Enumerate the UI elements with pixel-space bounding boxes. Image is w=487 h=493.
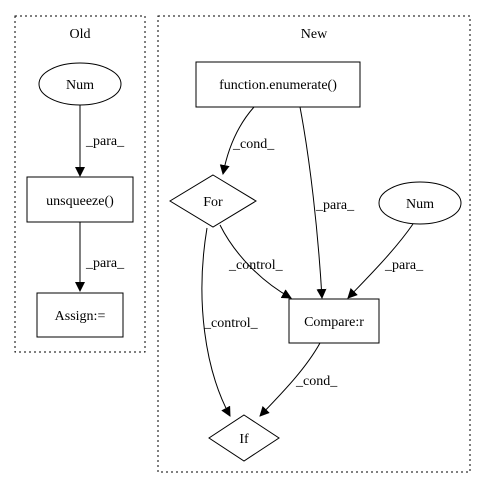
edge-enumerate-compare: _para_	[299, 106, 355, 299]
edge-old-num-unsqueeze: _para_	[75, 105, 125, 177]
cluster-new: New	[157, 15, 471, 473]
edge-compare-if: _cond_	[259, 342, 338, 417]
edge-unsqueeze-assign: _para_	[75, 222, 125, 292]
node-shape	[169, 174, 257, 228]
node-assign[interactable]: Assign:=	[36, 292, 124, 338]
node-label: For	[203, 195, 223, 210]
cluster-new-border	[157, 15, 471, 473]
edge-line	[219, 224, 292, 299]
node-label: function.enumerate()	[219, 78, 337, 93]
edge-line	[259, 342, 321, 417]
node-old-num[interactable]: Num	[38, 62, 122, 106]
cluster-new-label: New	[301, 27, 328, 42]
node-shape	[195, 61, 361, 108]
node-label: If	[239, 432, 249, 447]
edge-enumerate-for: _cond_	[219, 106, 275, 175]
edge-label: _para_	[85, 256, 125, 271]
edge-label: _control_	[228, 258, 284, 273]
edge-newnum-compare: _para_	[347, 223, 424, 299]
node-shape	[208, 414, 280, 462]
edge-line	[299, 106, 327, 299]
node-label: unsqueeze()	[46, 194, 114, 209]
node-shape	[26, 176, 134, 223]
node-for[interactable]: For	[169, 174, 257, 228]
edge-line	[219, 106, 255, 175]
edge-for-if: _control_	[201, 227, 259, 417]
node-shape	[378, 181, 462, 225]
edge-line	[201, 227, 231, 417]
edge-label: _cond_	[232, 137, 275, 152]
node-label: Assign:=	[55, 309, 106, 324]
edge-line	[347, 223, 414, 299]
node-shape	[38, 62, 122, 106]
edge-label: _para_	[384, 258, 424, 273]
node-new-num[interactable]: Num	[378, 181, 462, 225]
node-shape	[288, 298, 380, 344]
node-label: Num	[406, 197, 434, 212]
edge-for-compare: _control_	[219, 224, 292, 299]
node-shape	[36, 292, 124, 338]
node-if[interactable]: If	[208, 414, 280, 462]
cluster-old: Old	[14, 15, 146, 353]
edge-label: _para_	[315, 198, 355, 213]
node-unsqueeze[interactable]: unsqueeze()	[26, 176, 134, 223]
node-enumerate[interactable]: function.enumerate()	[195, 61, 361, 108]
edge-label: _control_	[203, 316, 259, 331]
node-compare[interactable]: Compare:r	[288, 298, 380, 344]
cluster-old-border	[14, 15, 146, 353]
cluster-old-label: Old	[70, 27, 91, 42]
node-label: Compare:r	[304, 315, 364, 330]
edge-label: _cond_	[295, 374, 338, 389]
node-label: Num	[66, 78, 94, 93]
edge-label: _para_	[85, 134, 125, 149]
